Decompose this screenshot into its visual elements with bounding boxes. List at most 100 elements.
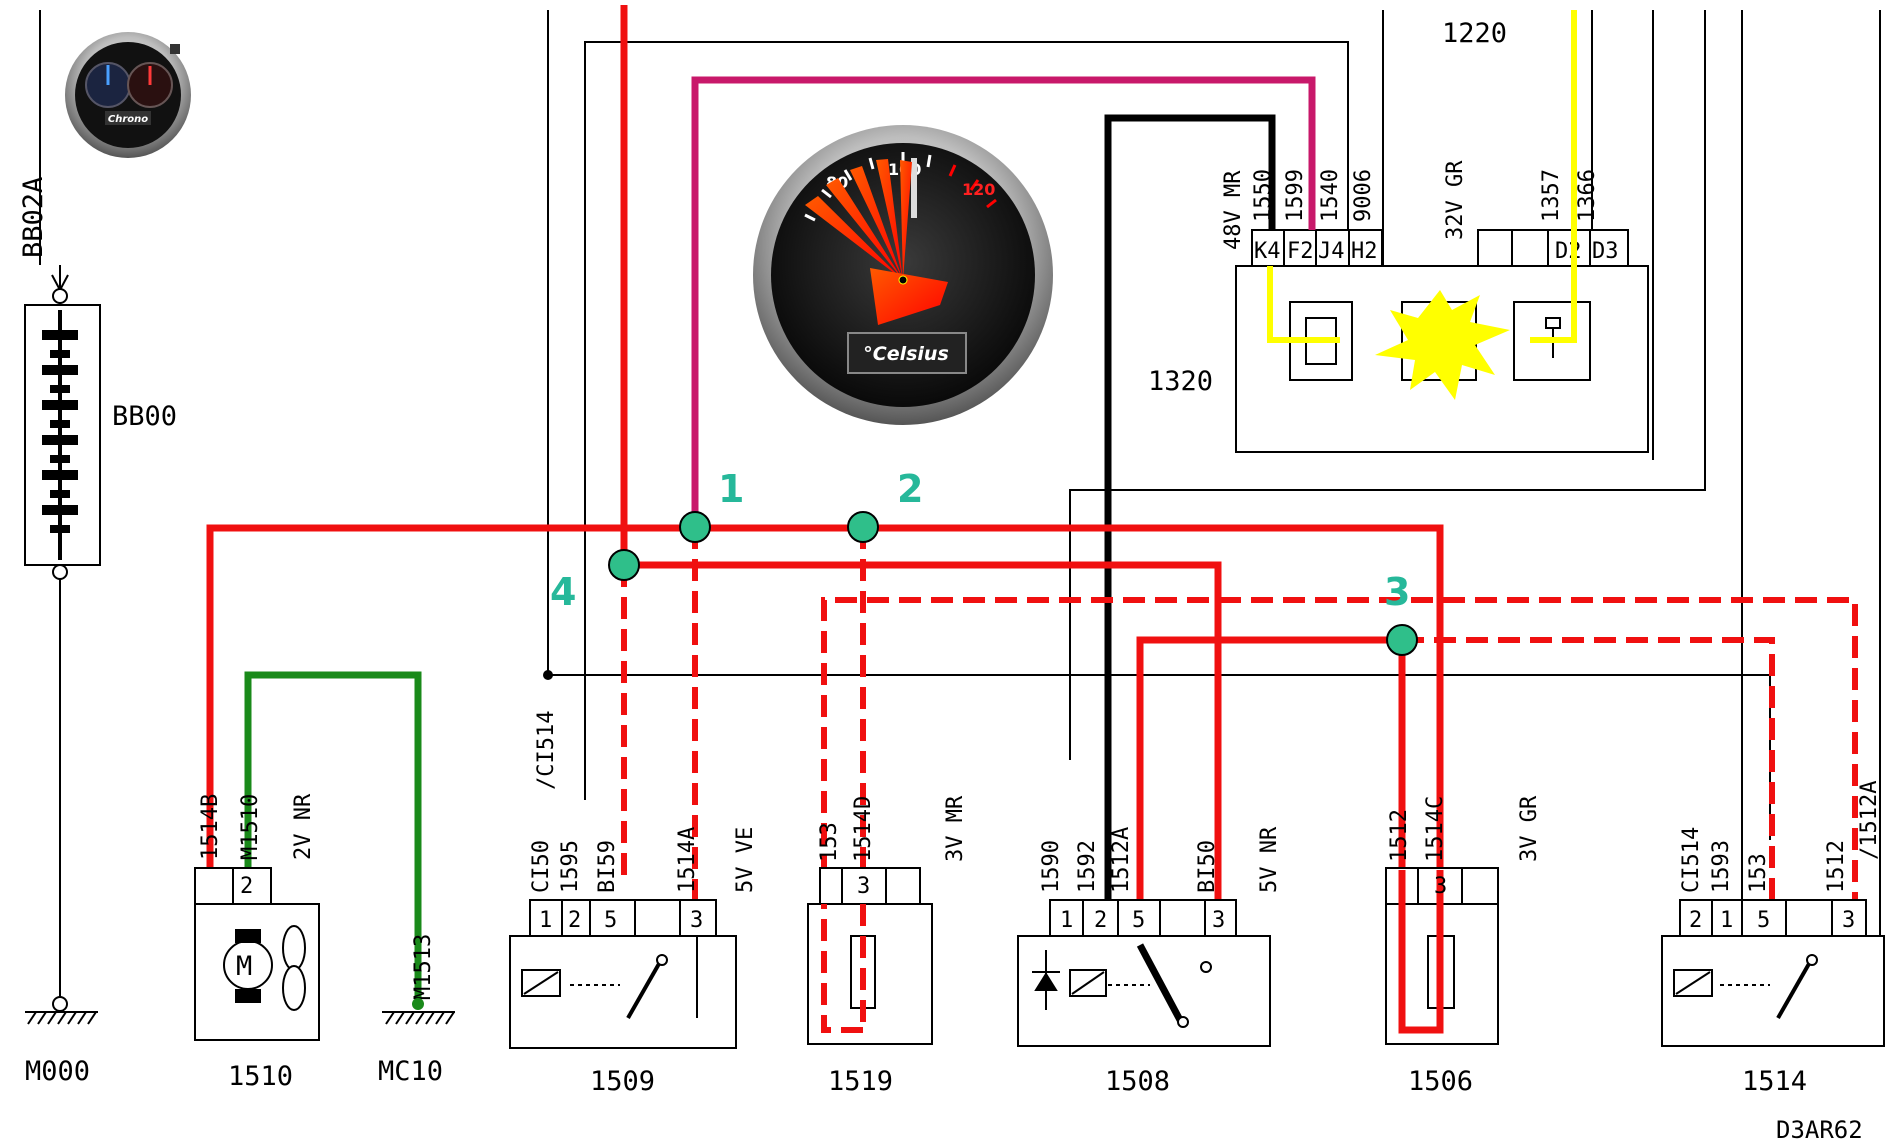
callout-4: 4: [550, 570, 576, 614]
magenta-wire: [691, 76, 1316, 527]
svg-text:BI59: BI59: [595, 840, 620, 893]
svg-text:1366: 1366: [1575, 169, 1600, 222]
svg-text:BI50: BI50: [1195, 840, 1220, 893]
resistor-1519-conn: 3V MR: [943, 795, 968, 862]
temperature-gauge: 80 100 120 °Celsius: [753, 125, 1053, 425]
resistor-1506-conn: 3V GR: [1517, 795, 1542, 862]
relay-1508-wires: 1590 1592 1512A BI50: [1039, 827, 1220, 893]
ecu-ref: 1320: [1148, 366, 1213, 397]
svg-text:1540: 1540: [1318, 169, 1343, 222]
fault-burst-icon: [1375, 290, 1510, 400]
svg-text:H2: H2: [1351, 239, 1378, 264]
motor-ground-label: MC10: [378, 1056, 443, 1087]
relay-1514-ref: 1514: [1742, 1066, 1807, 1097]
battery-label: BB00: [112, 401, 177, 432]
resistor-1506-wire-a: 1512: [1387, 809, 1412, 862]
chrono-label: Chrono: [108, 114, 148, 125]
svg-text:CI514: CI514: [1679, 827, 1704, 893]
callout-2: 2: [897, 467, 923, 511]
svg-text:1512: 1512: [1824, 840, 1849, 893]
green-wire: [244, 671, 422, 1004]
relay-1509: [509, 899, 737, 1049]
svg-text:3: 3: [690, 908, 703, 933]
relay-1508-conn: 5V NR: [1257, 826, 1282, 893]
svg-text:9006: 9006: [1351, 169, 1376, 222]
relay-1508-pins: 1 2 5 3: [1060, 908, 1225, 933]
svg-text:5: 5: [604, 908, 617, 933]
callout-1: 1: [718, 467, 744, 511]
relay-1514-pins: 2 1 5 3: [1689, 908, 1855, 933]
relay-1509-pins: 1 2 5 3: [539, 908, 703, 933]
ecu-pin-labels: K4 F2 J4 H2 D2 D3: [1254, 239, 1619, 264]
splice-dot: [543, 670, 553, 680]
ground-symbol: [25, 996, 98, 1025]
svg-text:/CI514: /CI514: [534, 711, 559, 790]
black-wire: [1104, 114, 1276, 905]
ecu-top-label: 1220: [1442, 18, 1507, 49]
svg-text:D3: D3: [1592, 239, 1619, 264]
resistor-1506-loop: [1398, 870, 1444, 1034]
svg-text:1357: 1357: [1539, 169, 1564, 222]
svg-text:1599: 1599: [1283, 169, 1308, 222]
motor-symbol: M: [236, 951, 252, 982]
svg-text:F2: F2: [1287, 239, 1314, 264]
motor-wire-b: M1510: [238, 794, 263, 860]
relay-1514-wires: CI514 1593 153 1512 /1512A: [1679, 781, 1882, 893]
motor-wire-a: 1514B: [198, 794, 223, 860]
resistor-1519-wire-b: 1514D: [851, 796, 876, 862]
svg-text:1590: 1590: [1039, 840, 1064, 893]
svg-text:1514A: 1514A: [675, 827, 700, 893]
yellow-wire: [1267, 10, 1577, 343]
motor-ground-wire: M1513: [411, 934, 436, 1000]
frame-wires: [39, 10, 1881, 1000]
relay-1509-wires: CI50 1595 BI59 1514A /CI514: [529, 711, 700, 893]
gauge-tick-120: 120: [962, 180, 995, 199]
svg-text:153: 153: [1746, 853, 1771, 893]
svg-text:2: 2: [568, 908, 581, 933]
resistor-1519: [807, 867, 933, 1045]
svg-text:1595: 1595: [558, 840, 583, 893]
resistor-1519-pin: 3: [857, 874, 870, 899]
gauge-unit: °Celsius: [863, 343, 949, 365]
motor-pin: 2: [240, 874, 253, 899]
svg-text:1: 1: [539, 908, 552, 933]
svg-text:D2: D2: [1555, 239, 1582, 264]
svg-text:5: 5: [1132, 908, 1145, 933]
ecu-wire-labels: 1550 1599 1540 9006 1357 1366: [1251, 169, 1600, 222]
ecu-left-conn: 48V MR: [1221, 170, 1246, 250]
svg-text:J4: J4: [1318, 239, 1345, 264]
resistor-1506-pin: 3: [1434, 874, 1447, 899]
svg-text:5: 5: [1757, 908, 1770, 933]
svg-text:2: 2: [1689, 908, 1702, 933]
resistor-1506-wire-b: 1514C: [1423, 796, 1448, 862]
battery-bb00: [24, 265, 101, 580]
svg-text:3: 3: [1212, 908, 1225, 933]
callout-3: 3: [1384, 570, 1410, 614]
motor-ref: 1510: [228, 1061, 293, 1092]
svg-text:CI50: CI50: [529, 840, 554, 893]
relay-1514: [1661, 899, 1885, 1047]
diagram-code: D3AR62: [1776, 1116, 1863, 1142]
ground-label: M000: [25, 1056, 90, 1087]
svg-text:1512A: 1512A: [1109, 827, 1134, 893]
svg-text:/1512A: /1512A: [1857, 781, 1882, 860]
motor-conn: 2V NR: [291, 793, 316, 860]
resistor-1506-ref: 1506: [1408, 1066, 1473, 1097]
svg-text:2: 2: [1094, 908, 1107, 933]
ecu-right-conn: 32V GR: [1443, 160, 1468, 240]
motor-1510: [194, 867, 320, 1041]
relay-1508-ref: 1508: [1105, 1066, 1170, 1097]
relay-1508: [1017, 899, 1271, 1047]
relay-1509-conn: 5V VE: [733, 827, 758, 893]
callout-dots: [608, 511, 1418, 656]
relay-1509-ref: 1509: [590, 1066, 655, 1097]
gauge-needle-fan: [805, 159, 948, 325]
resistor-1519-ref: 1519: [828, 1066, 893, 1097]
svg-text:K4: K4: [1254, 239, 1281, 264]
chrono-icon: Chrono: [65, 32, 191, 158]
svg-text:1: 1: [1720, 908, 1733, 933]
svg-text:1592: 1592: [1075, 840, 1100, 893]
svg-text:3: 3: [1842, 908, 1855, 933]
svg-text:1: 1: [1060, 908, 1073, 933]
